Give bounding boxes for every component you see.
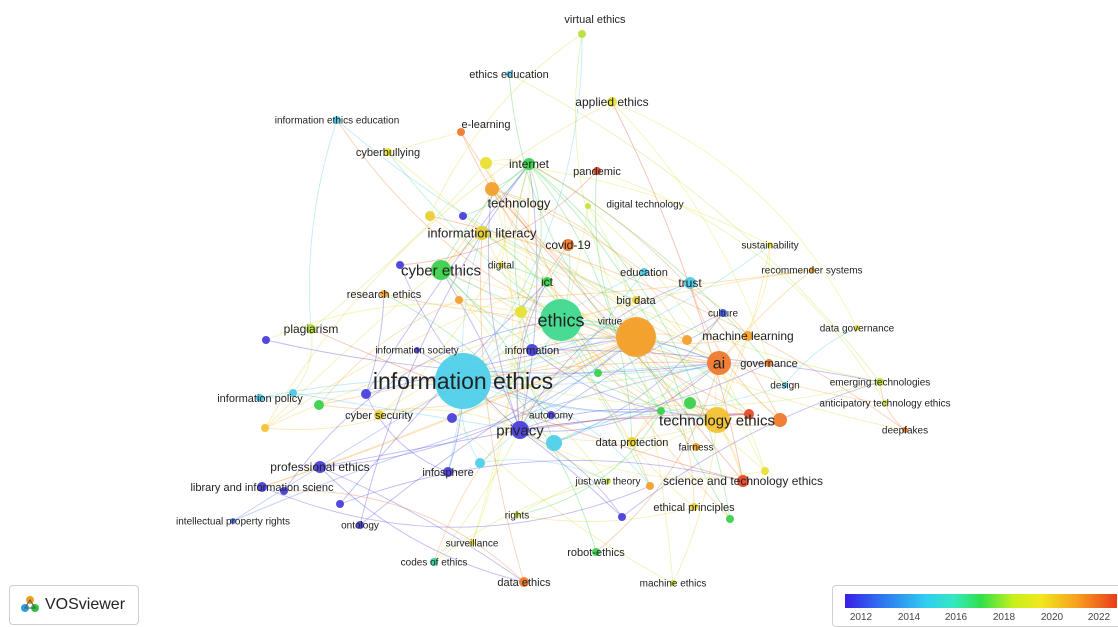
node-label[interactable]: infosphere	[422, 467, 473, 479]
node-label[interactable]: machine learning	[702, 329, 793, 343]
node-label[interactable]: fairness	[678, 443, 713, 454]
node-label[interactable]: information	[505, 345, 559, 357]
node-label[interactable]: internet	[509, 157, 550, 171]
node-label[interactable]: information ethics education	[275, 116, 400, 127]
year-color-legend: 2012 2014 2016 2018 2020 2022	[832, 585, 1118, 627]
node-label[interactable]: rights	[505, 511, 529, 522]
node-circle[interactable]	[646, 482, 654, 490]
node-label[interactable]: research ethics	[347, 289, 422, 301]
node-label[interactable]: digital	[488, 261, 514, 272]
node-circle[interactable]	[726, 515, 734, 523]
node-label[interactable]: autonomy	[529, 411, 573, 422]
node-circle[interactable]	[425, 211, 435, 221]
link-line	[785, 328, 857, 385]
node-label[interactable]: virtue	[598, 317, 623, 328]
node-label[interactable]: anticipatory technology ethics	[819, 399, 950, 410]
node-label[interactable]: data ethics	[497, 577, 551, 589]
link-line	[719, 245, 770, 363]
node-circle[interactable]	[455, 296, 463, 304]
node-label[interactable]: ethical principles	[653, 502, 735, 514]
node-label[interactable]: digital technology	[606, 200, 683, 211]
node-label[interactable]: technology	[488, 196, 551, 211]
year-tick: 2020	[1041, 612, 1063, 623]
node-label[interactable]: information society	[375, 346, 458, 357]
node-circle[interactable]	[585, 203, 591, 209]
node-label[interactable]: culture	[708, 309, 738, 320]
node-circle[interactable]	[459, 212, 467, 220]
node-circle[interactable]	[361, 389, 371, 399]
link-line	[309, 120, 337, 329]
node-circle[interactable]	[314, 400, 324, 410]
node-label[interactable]: cyber ethics	[401, 262, 481, 279]
node-label[interactable]: science and technology ethics	[663, 474, 823, 488]
node-circle[interactable]	[684, 397, 696, 409]
node-label[interactable]: information policy	[217, 393, 303, 405]
node-circle[interactable]	[546, 435, 562, 451]
node-circle[interactable]	[480, 157, 492, 169]
node-label[interactable]: information ethics	[373, 368, 553, 394]
vosviewer-logo: VOSviewer	[9, 585, 139, 625]
node-label[interactable]: education	[620, 267, 668, 279]
year-tick: 2012	[850, 612, 872, 623]
link-line	[486, 163, 505, 265]
node-label[interactable]: covid-19	[545, 238, 591, 252]
node-label[interactable]: deepfakes	[882, 426, 928, 437]
node-label[interactable]: codes of ethics	[401, 558, 468, 569]
year-tick: 2016	[945, 612, 967, 623]
node-label[interactable]: pandemic	[573, 166, 621, 178]
node-circle[interactable]	[475, 458, 485, 468]
node-circle[interactable]	[682, 335, 692, 345]
node-label[interactable]: plagiarism	[284, 322, 339, 336]
node-circle[interactable]	[515, 306, 527, 318]
app-name: VOSviewer	[45, 596, 125, 614]
node-label[interactable]: recommender systems	[761, 266, 862, 277]
node-label[interactable]: emerging technologies	[830, 378, 931, 389]
node-label[interactable]: data governance	[820, 324, 895, 335]
node-circle[interactable]	[336, 500, 344, 508]
node-label[interactable]: privacy	[496, 422, 544, 439]
year-tick: 2014	[898, 612, 920, 623]
node-circle[interactable]	[578, 30, 586, 38]
year-tick: 2018	[993, 612, 1015, 623]
node-layer	[230, 30, 908, 587]
node-label[interactable]: just war theory	[574, 477, 640, 488]
node-label[interactable]: sustainability	[741, 241, 798, 252]
node-label[interactable]: ontology	[341, 521, 379, 532]
node-circle[interactable]	[618, 513, 626, 521]
node-circle[interactable]	[261, 424, 269, 432]
year-tick: 2022	[1088, 612, 1110, 623]
node-label[interactable]: ethics education	[469, 69, 549, 81]
node-label[interactable]: technology ethics	[659, 412, 775, 429]
node-label[interactable]: trust	[678, 276, 702, 290]
link-line	[293, 329, 312, 393]
node-label[interactable]: ethics	[537, 310, 584, 330]
node-label[interactable]: big data	[616, 295, 656, 307]
node-label[interactable]: applied ethics	[575, 95, 648, 109]
node-label[interactable]: machine ethics	[640, 579, 707, 590]
year-gradient-bar	[845, 594, 1117, 608]
node-label[interactable]: cyber security	[345, 410, 413, 422]
node-label[interactable]: e-learning	[462, 119, 511, 131]
node-circle[interactable]	[773, 413, 787, 427]
node-label[interactable]: cyberbullying	[356, 147, 420, 159]
node-label[interactable]: information literacy	[427, 226, 537, 241]
node-label[interactable]: surveillance	[446, 539, 499, 550]
node-label[interactable]: governance	[740, 358, 798, 370]
node-label[interactable]: ai	[713, 356, 725, 373]
node-label[interactable]: design	[770, 381, 799, 392]
node-label[interactable]: virtual ethics	[564, 14, 626, 26]
node-circle[interactable]	[447, 413, 457, 423]
node-label[interactable]: ict	[541, 275, 554, 289]
node-circle[interactable]	[594, 369, 602, 377]
node-circle[interactable]	[262, 336, 270, 344]
node-label[interactable]: data protection	[596, 437, 669, 449]
node-label[interactable]: robot-ethics	[567, 547, 625, 559]
node-label[interactable]: professional ethics	[270, 460, 369, 474]
node-label[interactable]: library and information scienc	[190, 482, 334, 494]
node-label[interactable]: intellectual property rights	[176, 517, 290, 528]
vosviewer-logo-icon	[20, 595, 40, 615]
node-circle[interactable]	[485, 182, 499, 196]
